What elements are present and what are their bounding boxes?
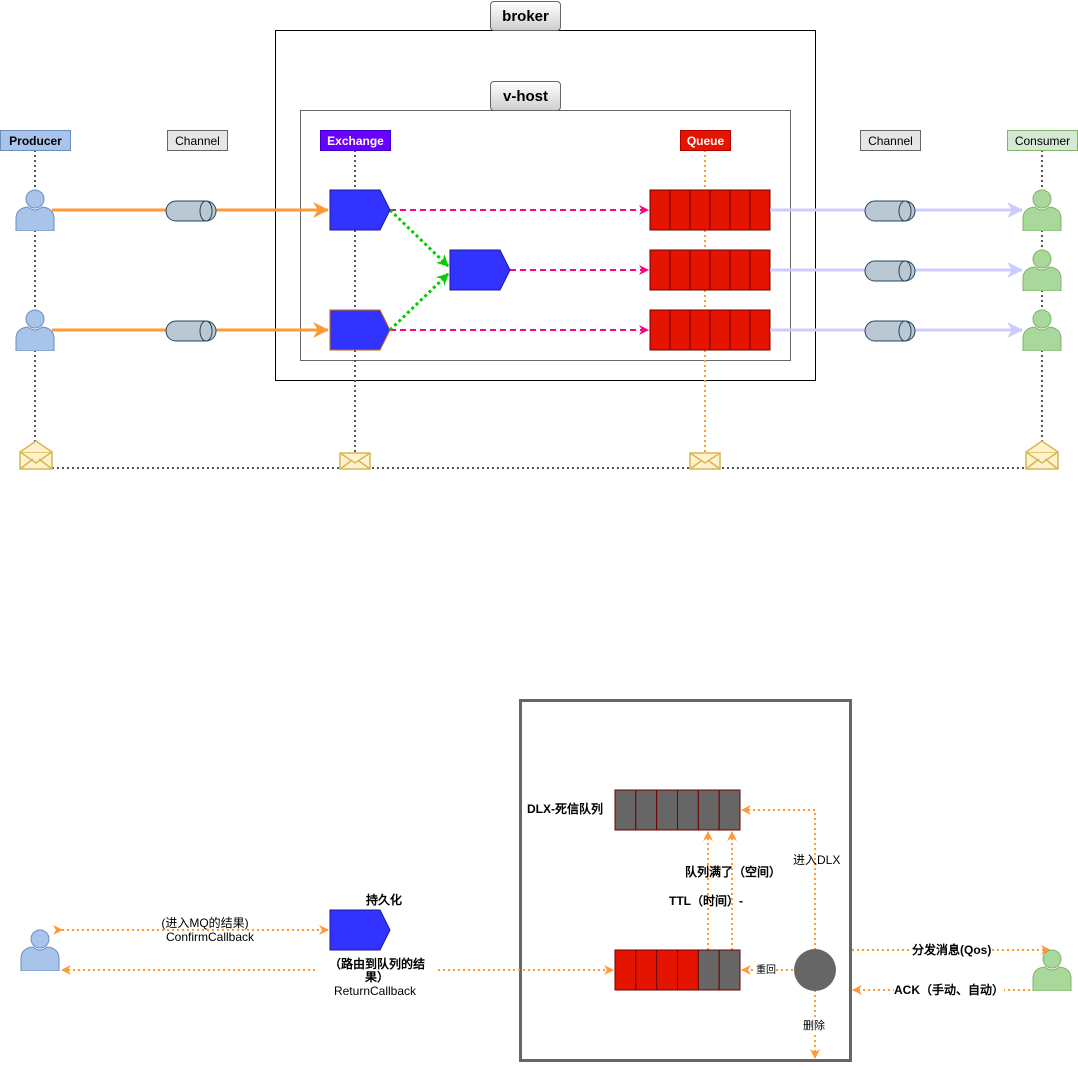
- persist-label: 持久化: [366, 893, 403, 907]
- channel-left-label: Channel: [167, 130, 228, 151]
- queue-cell: [677, 789, 699, 831]
- producer-label: Producer: [0, 130, 71, 151]
- queue-cell: [656, 949, 679, 991]
- consumer-node: [794, 949, 836, 991]
- bottom-queues: [614, 789, 741, 991]
- vhost-title: v-host: [490, 81, 561, 111]
- dlx-queue: [614, 789, 741, 831]
- queue-cell: [614, 949, 637, 991]
- queue-cell: [709, 249, 731, 291]
- consumer-person-icon: [1022, 249, 1062, 291]
- queue-full-label: 队列满了（空间）: [685, 865, 782, 879]
- message-envelope-icon: [19, 440, 53, 470]
- queue-cell: [649, 309, 671, 351]
- channel-right-label: Channel: [860, 130, 921, 151]
- return-label-1: （路由到队列的结: [328, 957, 425, 971]
- message-envelope-icon: [689, 452, 721, 470]
- e2e-binding-1: [388, 208, 450, 268]
- producer-person-icon: [20, 929, 60, 971]
- dlx-label: DLX-死信队列: [527, 802, 603, 816]
- queue-cell: [689, 309, 711, 351]
- queue-cell: [689, 189, 711, 231]
- queue-cell: [669, 189, 691, 231]
- producer-person-icon: [15, 189, 55, 231]
- queue-cell: [749, 249, 771, 291]
- message-envelope-icon: [1025, 440, 1059, 470]
- consumer-person-icon: [1022, 189, 1062, 231]
- main-queue: [614, 949, 741, 991]
- exchange-3: [329, 309, 391, 351]
- queue-cell: [635, 789, 658, 831]
- exchange-1: [329, 189, 391, 231]
- enter-dlx-arrow: [741, 805, 816, 950]
- queue-2: [649, 249, 771, 291]
- broker-title: broker: [490, 1, 561, 31]
- queue-cell: [614, 789, 637, 831]
- queue-cell: [677, 949, 699, 991]
- broker-box-bottom: [519, 699, 852, 1062]
- confirm-label-1: (进入MQ的结果): [161, 916, 249, 930]
- ack-label: ACK（手动、自动）: [894, 983, 1004, 997]
- consumer-person-icon: [1022, 309, 1062, 351]
- dispatch-label: 分发消息(Qos): [912, 943, 992, 957]
- queue-cell: [729, 249, 751, 291]
- enter-dlx-label: 进入DLX: [793, 853, 841, 867]
- consumer-label: Consumer: [1007, 130, 1078, 151]
- queue-3: [649, 309, 771, 351]
- queue-cell: [729, 189, 751, 231]
- queue-cell: [669, 249, 691, 291]
- ttl-label: TTL（时间）-: [669, 894, 743, 908]
- confirm-label-2: ConfirmCallback: [165, 930, 255, 944]
- queue-cell: [709, 309, 731, 351]
- exchange-bottom: [329, 909, 391, 951]
- delete-label: 删除: [803, 1020, 825, 1033]
- queue-label: Queue: [680, 130, 731, 151]
- queue-cell: [749, 309, 771, 351]
- channel-pipe-icon: [864, 200, 916, 222]
- channel-pipe-icon: [864, 260, 916, 282]
- channel-pipe-icon: [165, 320, 217, 342]
- exchange-2: [449, 249, 511, 291]
- return-label-2: 果）: [364, 970, 389, 984]
- queue-cell: [729, 309, 751, 351]
- queue-cell: [669, 309, 691, 351]
- queue-cell: [635, 949, 658, 991]
- queue-cell: [649, 249, 671, 291]
- queue-cell: [697, 949, 720, 991]
- queues: [649, 189, 771, 351]
- requeue-label: 重回: [756, 964, 776, 977]
- queue-cell: [656, 789, 679, 831]
- queue-cell: [689, 249, 711, 291]
- channel-pipe-icon: [864, 320, 916, 342]
- queue-cell: [709, 189, 731, 231]
- producer-person-icon: [15, 309, 55, 351]
- queue-cell: [749, 189, 771, 231]
- queue-cell: [718, 949, 741, 991]
- channel-pipe-icon: [165, 200, 217, 222]
- return-label-3: ReturnCallback: [333, 984, 417, 998]
- queue-cell: [718, 789, 741, 831]
- queue-1: [649, 189, 771, 231]
- consumer-person-icon: [1032, 949, 1072, 991]
- exchange-label: Exchange: [320, 130, 391, 151]
- e2e-binding-2: [388, 272, 450, 332]
- queue-cell: [649, 189, 671, 231]
- queue-cell: [697, 789, 720, 831]
- message-envelope-icon: [339, 452, 371, 470]
